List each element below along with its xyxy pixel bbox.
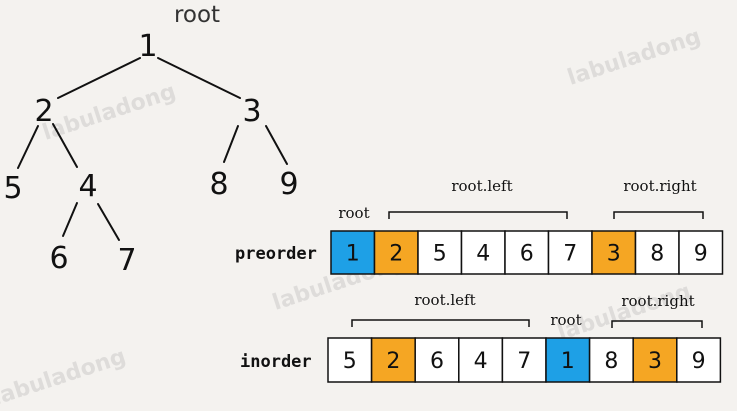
tree-node-6: 6 [49,241,68,276]
inorder-cell: 3 [632,337,678,383]
preorder-right-bracket [613,211,704,219]
inorder-cell: 9 [676,337,722,383]
tree-edges [17,57,288,241]
inorder-cell-box [588,337,634,383]
inorder-cell: 4 [458,337,504,383]
inorder-array: 5 2 6 4 7 1 8 3 9 [327,337,722,383]
preorder-cell-value: 7 [563,242,577,267]
inorder-label: inorder [240,352,312,372]
preorder-cell: 5 [417,230,463,275]
preorder-cell: 1 [330,230,376,275]
tree-node-5: 5 [3,171,22,206]
preorder-cell-box [417,230,463,275]
inorder-cell-box [458,337,504,383]
inorder-left-label: root.left [414,291,475,309]
preorder-cell-value: 8 [650,242,664,267]
inorder-cell-value: 4 [474,349,488,374]
inorder-cell-box [414,337,460,383]
inorder-cell: 2 [370,337,416,383]
preorder-cell-value: 1 [346,242,360,267]
inorder-cell-box [676,337,722,383]
preorder-cell-value: 6 [520,242,534,267]
inorder-cell-value: 8 [604,349,618,374]
inorder-cell-value: 2 [386,349,400,374]
preorder-right-label: root.right [623,177,696,195]
preorder-cell: 7 [547,230,593,275]
inorder-cell-value: 5 [343,349,357,374]
edge-2-4 [52,123,78,168]
edge-4-6 [62,202,78,237]
inorder-cell-value: 1 [561,349,575,374]
preorder-left-label: root.left [451,177,512,195]
inorder-cell-value: 7 [517,349,531,374]
preorder-cell-value: 5 [433,242,447,267]
inorder-root-label: root [550,311,581,329]
inorder-cell: 8 [588,337,634,383]
preorder-cell-value: 3 [607,242,621,267]
preorder-cell: 2 [373,230,419,275]
edge-4-7 [97,203,120,241]
preorder-cell-box [373,230,419,275]
preorder-cell-value: 4 [476,242,490,267]
tree-node-7: 7 [117,243,136,278]
preorder-cell: 6 [504,230,550,275]
tree-node-3: 3 [242,94,261,129]
tree-node-8: 8 [209,167,228,202]
inorder-cell-box [632,337,678,383]
tree-node-9: 9 [279,167,298,202]
inorder-cell: 7 [501,337,547,383]
inorder-cell-value: 3 [648,349,662,374]
preorder-annotations: root root.left root.right [338,177,696,222]
inorder-cell: 6 [414,337,460,383]
preorder-cell-value: 9 [694,242,708,267]
edge-1-2 [57,57,141,99]
preorder-label: preorder [235,244,317,264]
preorder-cell-box [547,230,593,275]
preorder-cell: 3 [591,230,637,275]
tree-node-1: 1 [138,29,157,64]
inorder-cell-box [327,337,373,383]
tree-node-2: 2 [34,94,53,129]
preorder-brackets [388,211,704,219]
preorder-cell-box [591,230,637,275]
inorder-cell: 5 [327,337,373,383]
inorder-annotations: root.left root root.right [414,291,694,329]
edge-3-9 [265,125,288,165]
preorder-cell: 4 [460,230,506,275]
preorder-array: 1 2 5 4 6 7 3 8 9 [330,230,724,275]
preorder-cell-box [504,230,550,275]
preorder-cell-box [330,230,376,275]
inorder-cell-value: 6 [430,349,444,374]
inorder-right-label: root.right [621,292,694,310]
tree-root-caption: root [174,2,220,28]
edge-2-5 [17,125,39,169]
inorder-cell-value: 9 [692,349,706,374]
tree-node-4: 4 [78,169,97,204]
inorder-brackets [351,319,703,328]
inorder-cell: 1 [545,337,591,383]
traversal-diagram: root 1 2 3 5 4 8 9 6 7 root root.left ro… [3,2,724,383]
preorder-cell: 8 [634,230,680,275]
inorder-left-bracket [351,319,530,327]
preorder-root-label: root [338,204,369,222]
inorder-cell-box [501,337,547,383]
inorder-right-bracket [611,320,703,328]
preorder-left-bracket [388,211,568,219]
edge-1-3 [157,57,241,99]
edge-3-8 [223,125,239,163]
preorder-cell: 9 [678,230,724,275]
preorder-cell-box [678,230,724,275]
preorder-cell-box [634,230,680,275]
preorder-cell-value: 2 [389,242,403,267]
